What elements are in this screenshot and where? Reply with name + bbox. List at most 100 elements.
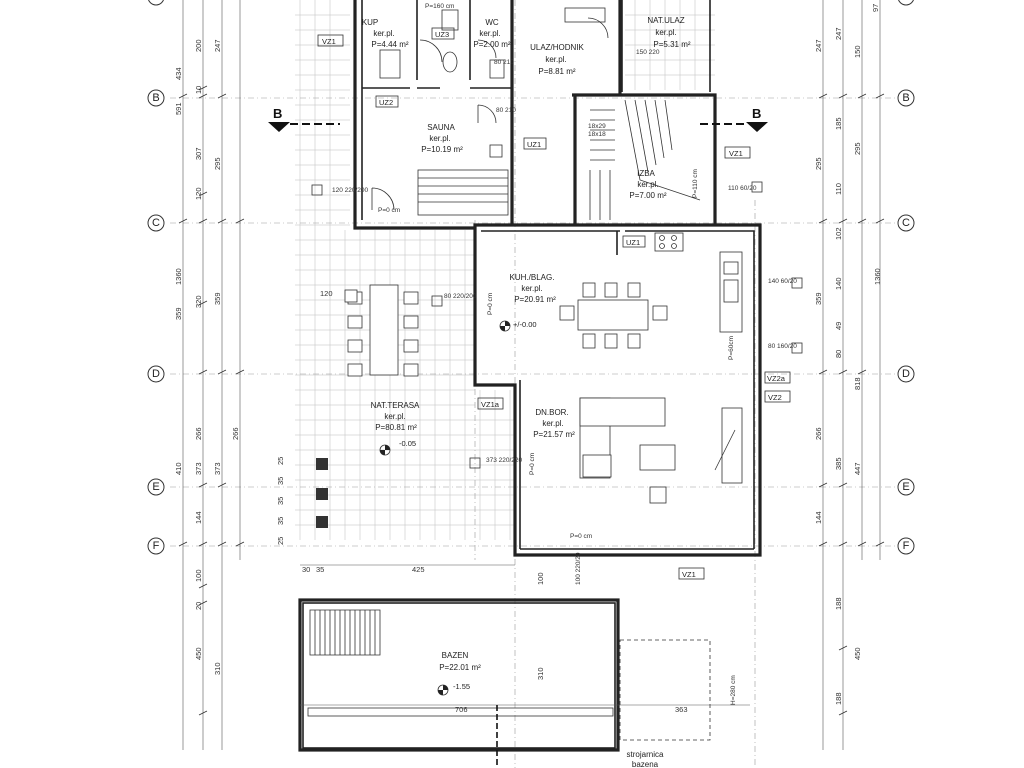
svg-text:UZ3: UZ3 <box>435 30 449 39</box>
svg-text:185: 185 <box>834 117 843 130</box>
svg-text:295: 295 <box>814 157 823 170</box>
dimension-lines-right: 247 150 185 295 110 102 140 49 80 385 14… <box>814 0 885 750</box>
svg-text:ker.pl.: ker.pl. <box>373 29 394 38</box>
svg-text:H=280 cm: H=280 cm <box>730 675 737 705</box>
axis-d-right: D <box>897 365 915 383</box>
svg-text:35: 35 <box>276 517 285 525</box>
svg-text:385: 385 <box>834 457 843 470</box>
svg-text:100: 100 <box>536 572 545 585</box>
svg-text:P=2.00 m²: P=2.00 m² <box>473 40 510 49</box>
svg-text:320: 320 <box>194 295 203 308</box>
svg-text:B: B <box>752 106 761 121</box>
svg-text:310: 310 <box>213 662 222 675</box>
svg-text:P=110 cm: P=110 cm <box>692 169 699 198</box>
room-kuh-name: KUH./BLAG. <box>510 273 555 282</box>
svg-text:80 160/20: 80 160/20 <box>768 343 797 350</box>
svg-text:247: 247 <box>213 39 222 52</box>
svg-text:80 210: 80 210 <box>494 59 514 66</box>
svg-text:P=0 cm: P=0 cm <box>378 207 400 214</box>
room-kup-name: KUP <box>362 18 378 27</box>
svg-text:P=5.31 m²: P=5.31 m² <box>653 40 690 49</box>
svg-text:359: 359 <box>174 307 183 320</box>
svg-text:B: B <box>902 92 909 104</box>
svg-text:VZ1: VZ1 <box>682 570 696 579</box>
svg-text:100: 100 <box>194 569 203 582</box>
svg-text:P=160 cm: P=160 cm <box>425 3 454 10</box>
svg-text:P=0 cm: P=0 cm <box>487 293 494 315</box>
svg-text:80 210: 80 210 <box>496 107 516 114</box>
svg-text:359: 359 <box>213 292 222 305</box>
svg-text:49: 49 <box>834 322 843 330</box>
svg-text:102: 102 <box>834 227 843 240</box>
window-size-notes: 120 220/200 150 220 80 210 80 210 110 60… <box>311 49 803 585</box>
svg-text:410: 410 <box>174 462 183 475</box>
svg-text:E: E <box>902 481 909 493</box>
svg-text:247: 247 <box>814 39 823 52</box>
svg-text:ker.pl.: ker.pl. <box>384 412 405 421</box>
svg-text:P=60cm: P=60cm <box>728 336 735 360</box>
svg-text:bazena: bazena <box>632 760 659 768</box>
level-kuh: +/-0.00 <box>513 320 537 329</box>
axis-f-right: F <box>897 537 915 555</box>
svg-text:359: 359 <box>814 292 823 305</box>
svg-text:VZ2: VZ2 <box>768 393 782 402</box>
svg-text:D: D <box>152 368 160 380</box>
svg-text:ker.pl.: ker.pl. <box>521 284 542 293</box>
svg-text:150: 150 <box>853 45 862 58</box>
svg-text:1360: 1360 <box>174 268 183 285</box>
svg-text:295: 295 <box>213 157 222 170</box>
pool <box>298 564 750 752</box>
svg-text:P=80.81 m²: P=80.81 m² <box>375 423 417 432</box>
svg-text:VZ2a: VZ2a <box>767 374 786 383</box>
svg-text:UZ1: UZ1 <box>626 238 640 247</box>
room-dnbor-name: DN.BOR. <box>535 408 568 417</box>
svg-text:D: D <box>902 368 910 380</box>
svg-text:363: 363 <box>675 705 688 714</box>
svg-text:110 60/20: 110 60/20 <box>728 185 757 192</box>
svg-text:310: 310 <box>536 667 545 680</box>
level-markers: +/-0.00 -0.05 -1.55 <box>379 320 537 696</box>
svg-text:100 220/20: 100 220/20 <box>575 552 582 585</box>
svg-text:P=21.57 m²: P=21.57 m² <box>533 430 575 439</box>
svg-text:35: 35 <box>276 497 285 505</box>
svg-text:120 220/200: 120 220/200 <box>332 187 369 194</box>
svg-text:VZ1: VZ1 <box>729 149 743 158</box>
svg-text:10: 10 <box>194 86 203 94</box>
svg-text:F: F <box>153 540 160 552</box>
axis-b-right: B <box>897 89 915 107</box>
svg-text:200: 200 <box>194 39 203 52</box>
axis-f-left: F <box>147 537 165 555</box>
terrace-furniture <box>316 284 419 528</box>
axis-d-left: D <box>147 365 165 383</box>
room-nat-ulaz-name: NAT.ULAZ <box>647 16 684 25</box>
svg-text:18x29: 18x29 <box>588 123 606 130</box>
svg-text:P=0 cm: P=0 cm <box>570 533 592 540</box>
axis-c-left: C <box>147 214 165 232</box>
walls <box>353 0 762 557</box>
svg-text:35: 35 <box>276 477 285 485</box>
svg-text:591: 591 <box>174 102 183 115</box>
svg-text:B: B <box>152 92 159 104</box>
svg-text:110: 110 <box>834 183 843 195</box>
level-bazen: -1.55 <box>453 682 470 691</box>
svg-text:C: C <box>902 217 910 229</box>
svg-text:97: 97 <box>871 4 880 12</box>
svg-text:VZ1: VZ1 <box>322 37 336 46</box>
svg-text:140 60/20: 140 60/20 <box>768 278 797 285</box>
svg-text:373 220/220: 373 220/220 <box>486 457 523 464</box>
svg-text:373: 373 <box>213 462 222 475</box>
svg-text:150 220: 150 220 <box>636 49 660 56</box>
svg-text:UZ1: UZ1 <box>527 140 541 149</box>
svg-text:266: 266 <box>814 427 823 440</box>
staircase: 18x29 18x18 <box>588 99 701 220</box>
svg-text:ker.pl.: ker.pl. <box>429 134 450 143</box>
svg-text:30: 30 <box>302 565 310 574</box>
svg-text:144: 144 <box>814 511 823 524</box>
svg-text:ker.pl.: ker.pl. <box>545 55 566 64</box>
svg-text:295: 295 <box>853 142 862 155</box>
svg-text:P=22.01 m²: P=22.01 m² <box>439 663 481 672</box>
svg-text:C: C <box>152 217 160 229</box>
room-terasa-name: NAT.TERASA <box>371 401 420 410</box>
svg-text:140: 140 <box>834 277 843 290</box>
